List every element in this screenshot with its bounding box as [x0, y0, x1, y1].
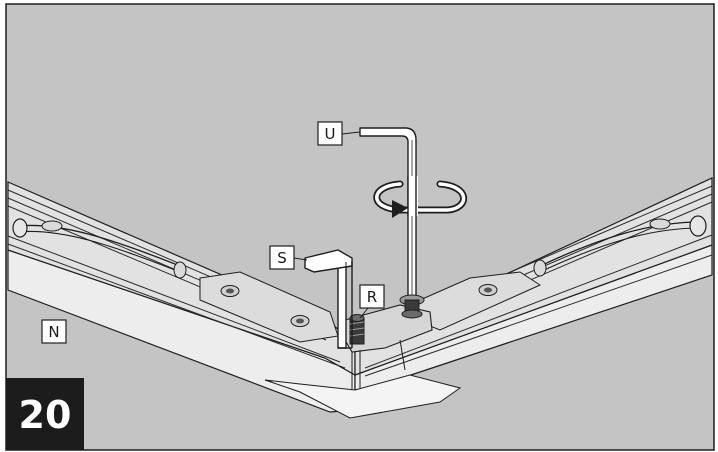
svg-text:S: S: [277, 249, 287, 267]
label-u: U: [317, 121, 361, 146]
rotation-arrow-icon: [373, 176, 468, 218]
step-number: 20: [19, 393, 72, 437]
label-r: R: [359, 284, 385, 319]
screw-right-1: [478, 284, 498, 296]
step-badge: 20: [6, 378, 84, 450]
screw-left-2: [290, 315, 310, 327]
svg-text:U: U: [325, 125, 336, 143]
right-cable-end: [689, 215, 707, 237]
right-spring-cable: [539, 221, 701, 267]
left-cable-end: [12, 218, 28, 238]
svg-text:R: R: [367, 288, 377, 306]
corner-base-plate: [264, 374, 462, 419]
screw-left-1: [220, 285, 240, 297]
label-n: N: [41, 319, 67, 344]
hex-key-long: [359, 127, 425, 319]
svg-text:N: N: [48, 323, 59, 341]
label-s: S: [269, 245, 308, 270]
frame-profile: [7, 177, 713, 419]
hex-key-short: [304, 249, 353, 349]
left-spring-cable: [17, 224, 186, 269]
